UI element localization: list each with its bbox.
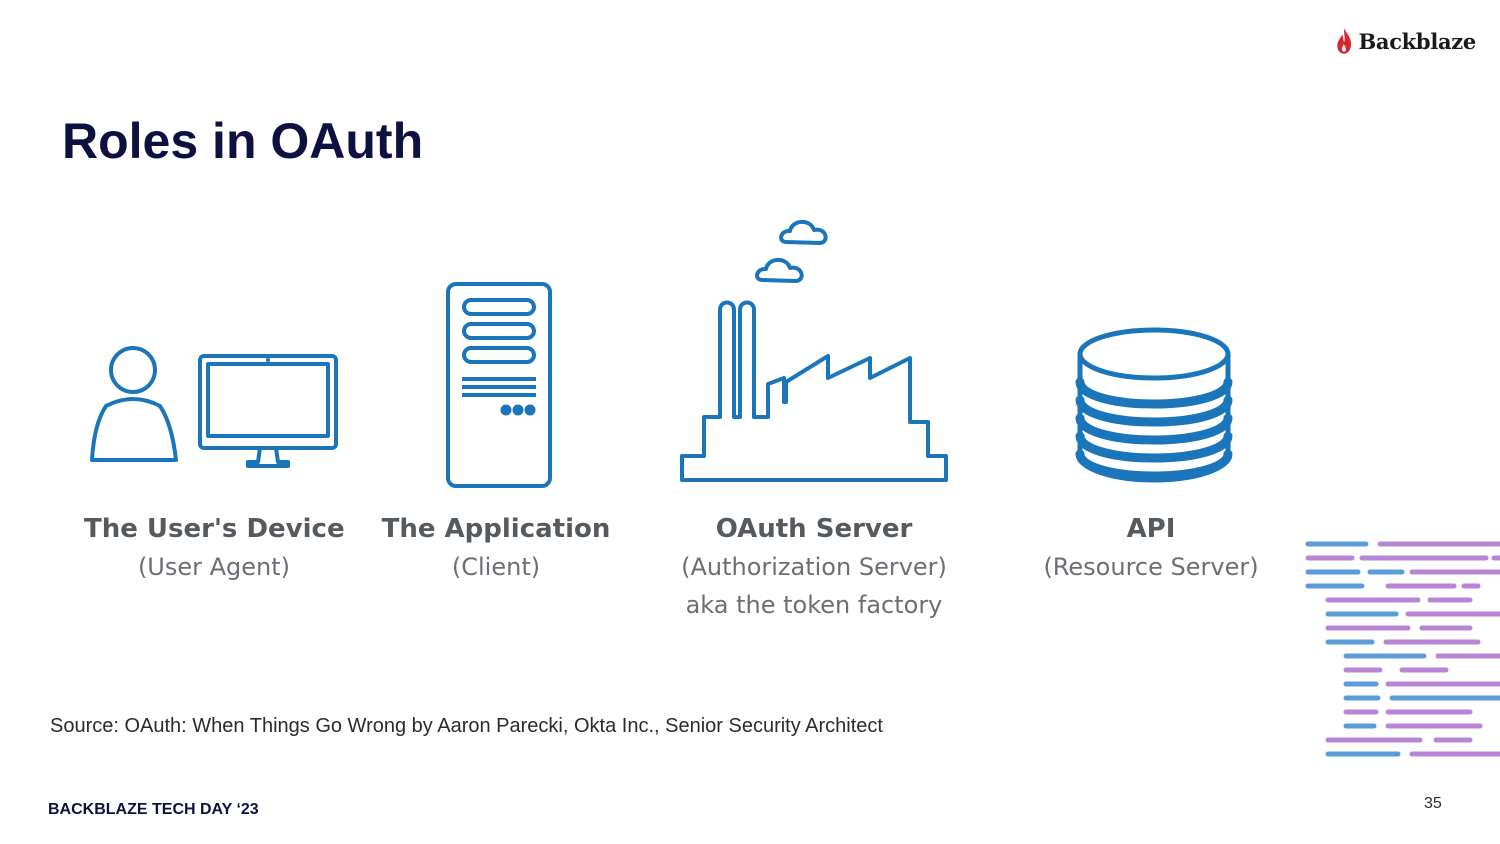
footer-event-name: BACKBLAZE TECH DAY ‘23 <box>48 801 259 818</box>
role-name: API <box>1126 514 1176 544</box>
backblaze-logo: Backblaze <box>1336 22 1476 60</box>
code-lines-decoration <box>1305 541 1500 757</box>
flame-icon <box>1337 28 1352 54</box>
brand-name: Backblaze <box>1358 28 1476 54</box>
role-name: The Application <box>381 514 611 544</box>
role-name: The User's Device <box>84 514 345 544</box>
role-label-oauth-server: OAuth Server (Authorization Server) aka … <box>654 510 974 624</box>
role-subtitle: (Resource Server) <box>1043 553 1259 581</box>
role-subtitle: (Authorization Server) <box>681 553 947 581</box>
role-label-user-device: The User's Device (User Agent) <box>84 510 345 586</box>
server-tower-icon <box>446 282 552 488</box>
user-device-icon <box>90 346 338 468</box>
factory-icon <box>680 219 948 482</box>
database-icon <box>1075 327 1233 483</box>
role-subtitle: (User Agent) <box>137 553 291 581</box>
page-number: 35 <box>1424 795 1442 812</box>
role-subtitle: (Client) <box>451 553 541 581</box>
role-subtitle-2: aka the token factory <box>685 591 943 619</box>
role-label-api: API (Resource Server) <box>1030 510 1272 586</box>
role-name: OAuth Server <box>715 514 913 544</box>
role-label-application: The Application (Client) <box>374 510 618 586</box>
page-title: Roles in OAuth <box>62 113 424 169</box>
source-citation: Source: OAuth: When Things Go Wrong by A… <box>50 715 883 737</box>
